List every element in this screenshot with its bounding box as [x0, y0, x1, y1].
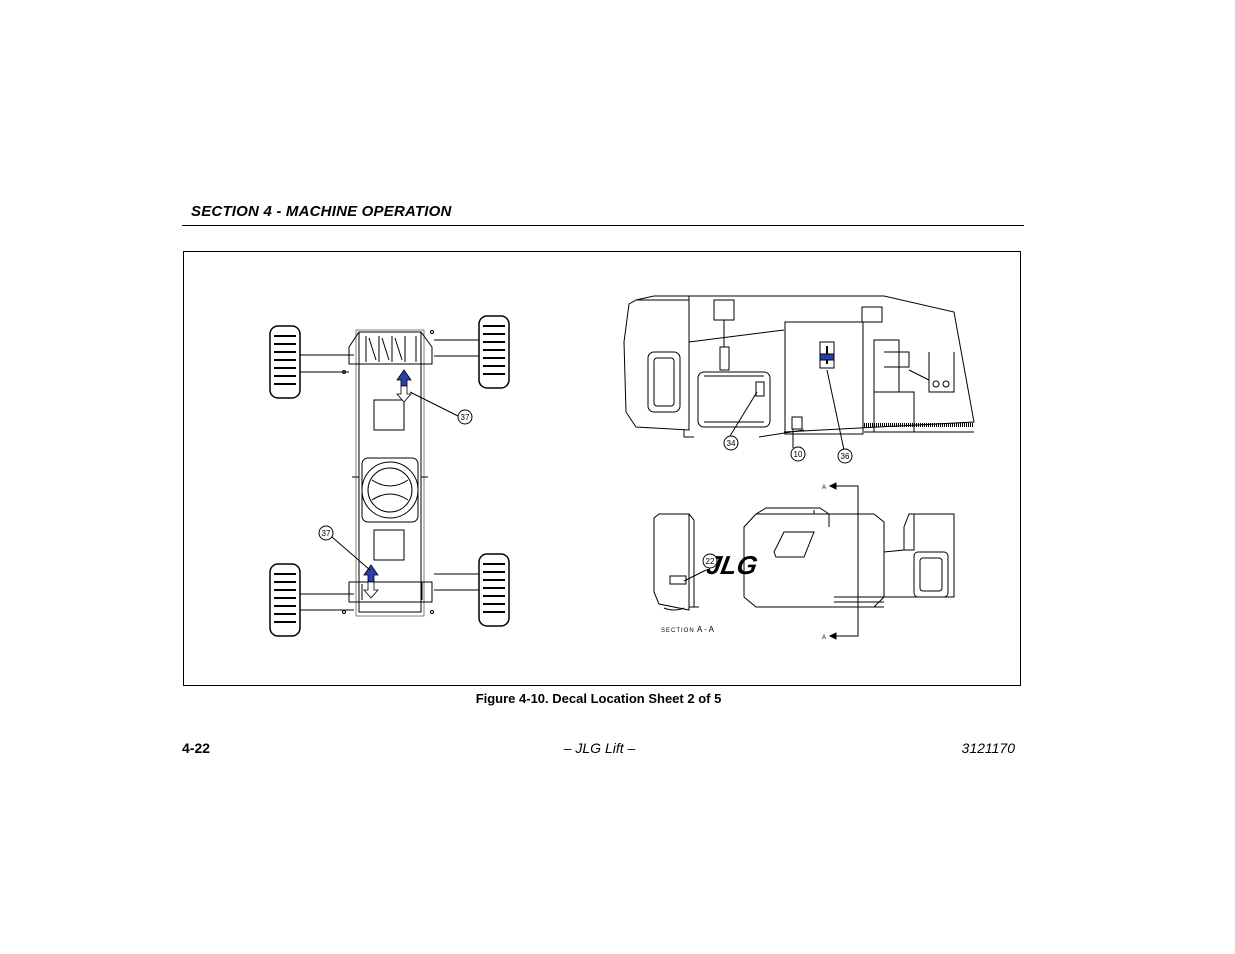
side-view-assembly	[623, 295, 975, 438]
callout-36: 36	[837, 448, 853, 464]
svg-text:36: 36	[841, 452, 850, 461]
arrow-decal-bottom	[363, 564, 379, 599]
page-number: 4-22	[182, 740, 211, 756]
section-a-a-view	[653, 513, 707, 611]
callout-34: 34	[723, 435, 739, 451]
callout-10: 10	[790, 446, 806, 462]
section-id: A - A	[697, 625, 715, 634]
tire-top-left	[269, 325, 301, 399]
blue-decal-patch	[819, 353, 835, 361]
figure-frame: JLG 37 37 34 10 36 22 SECTION A - A A A	[183, 251, 1021, 686]
tire-top-right	[478, 315, 510, 389]
tire-bottom-left	[269, 563, 301, 637]
svg-text:22: 22	[706, 557, 715, 566]
cover-front-view	[743, 507, 955, 608]
callout-22: 22	[702, 553, 718, 569]
section-label: SECTION	[661, 628, 695, 634]
header-rule	[182, 225, 1024, 226]
decal-diagram: JLG 37 37 34 10 36 22 SECTION A - A A A	[269, 295, 975, 641]
section-marker-bottom: A	[822, 635, 826, 641]
svg-text:10: 10	[794, 450, 803, 459]
document-number: 3121170	[961, 740, 1015, 756]
svg-text:37: 37	[461, 413, 470, 422]
section-title: SECTION 4 - MACHINE OPERATION	[191, 203, 452, 220]
chassis-top-view	[269, 315, 510, 637]
callout-37-bottom: 37	[318, 525, 334, 541]
arrow-up-blue	[396, 369, 412, 387]
arrow-up-blue	[363, 564, 379, 583]
figure-caption: Figure 4-10. Decal Location Sheet 2 of 5	[475, 691, 722, 706]
svg-text:34: 34	[727, 439, 736, 448]
tire-bottom-right	[478, 553, 510, 627]
arrow-down-white	[363, 581, 379, 599]
footer-title: – JLG Lift –	[563, 740, 636, 756]
arrow-down-white	[396, 385, 412, 403]
section-marker-top: A	[822, 485, 826, 491]
arrow-decal-top	[396, 369, 412, 403]
callout-37-top: 37	[457, 409, 473, 425]
svg-text:37: 37	[322, 529, 331, 538]
